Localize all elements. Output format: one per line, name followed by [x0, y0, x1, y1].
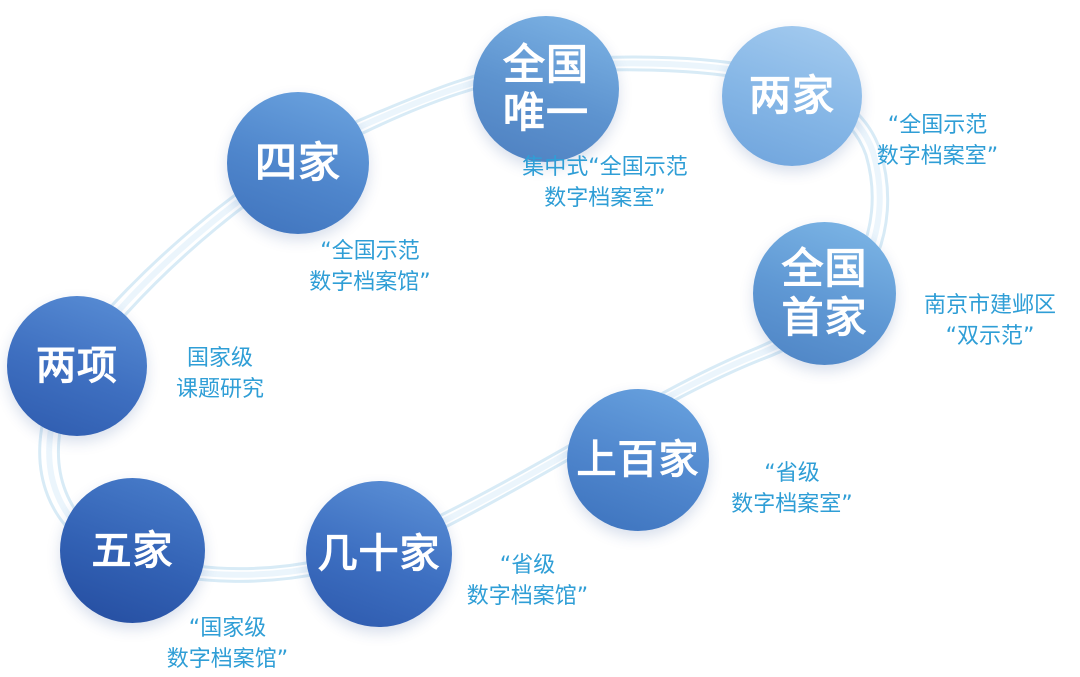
caption-liangjia: “全国示范 数字档案室” — [850, 110, 1025, 172]
node-label-line: 全国 — [781, 244, 868, 294]
caption-line: 数字档案室” — [731, 492, 853, 517]
caption-line: “省级 — [499, 553, 556, 578]
caption-sijia: “全国示范 数字档案馆” — [285, 236, 455, 298]
node-label-line: 四家 — [254, 137, 341, 187]
caption-line: 国家级 — [186, 346, 253, 371]
caption-line: 数字档案馆” — [466, 584, 589, 609]
caption-line: 集中式“全国示范 — [522, 155, 688, 180]
caption-liangxiang: 国家级 课题研究 — [160, 343, 280, 405]
node-label-line: 唯一 — [502, 88, 589, 137]
node-quanguo-weiyi: 全国 唯一 — [473, 16, 619, 162]
caption-line: 数字档案馆” — [166, 647, 289, 672]
node-label-line: 两家 — [748, 70, 835, 120]
caption-quanguo-weiyi: 集中式“全国示范 数字档案室” — [490, 152, 720, 214]
caption-line: “全国示范 — [887, 113, 988, 138]
node-shangbaijia: 上百家 — [567, 389, 709, 531]
caption-wujia: “国家级 数字档案馆” — [140, 613, 315, 675]
node-label-line: 全国 — [502, 39, 589, 89]
caption-line: “全国示范 — [320, 239, 420, 264]
node-label-line: 五家 — [91, 527, 174, 574]
node-wujia: 五家 — [60, 478, 205, 623]
caption-line: 数字档案室” — [876, 144, 999, 169]
caption-quanguo-shoujia: 南京市建邺区 “双示范” — [900, 290, 1080, 352]
node-jishijia: 几十家 — [306, 481, 452, 627]
node-label-line: 上百家 — [576, 437, 700, 483]
caption-line: 课题研究 — [175, 377, 264, 402]
caption-jishijia: “省级 数字档案馆” — [440, 550, 615, 612]
caption-line: “双示范” — [945, 324, 1035, 349]
caption-line: 南京市建邺区 — [923, 293, 1056, 318]
caption-line: 数字档案室” — [544, 186, 666, 211]
caption-line: “国家级 — [188, 616, 267, 641]
node-sijia: 四家 — [227, 92, 369, 234]
node-label-line: 几十家 — [317, 531, 441, 577]
node-label-line: 首家 — [781, 292, 868, 342]
node-quanguo-shoujia: 全国 首家 — [753, 222, 896, 365]
node-label-line: 两项 — [36, 343, 118, 389]
caption-line: “省级 — [764, 461, 820, 486]
node-liangjia: 两家 — [722, 26, 862, 166]
caption-line: 数字档案馆” — [309, 270, 431, 295]
caption-shangbaijia: “省级 数字档案室” — [707, 458, 877, 520]
node-liangxiang: 两项 — [7, 296, 147, 436]
